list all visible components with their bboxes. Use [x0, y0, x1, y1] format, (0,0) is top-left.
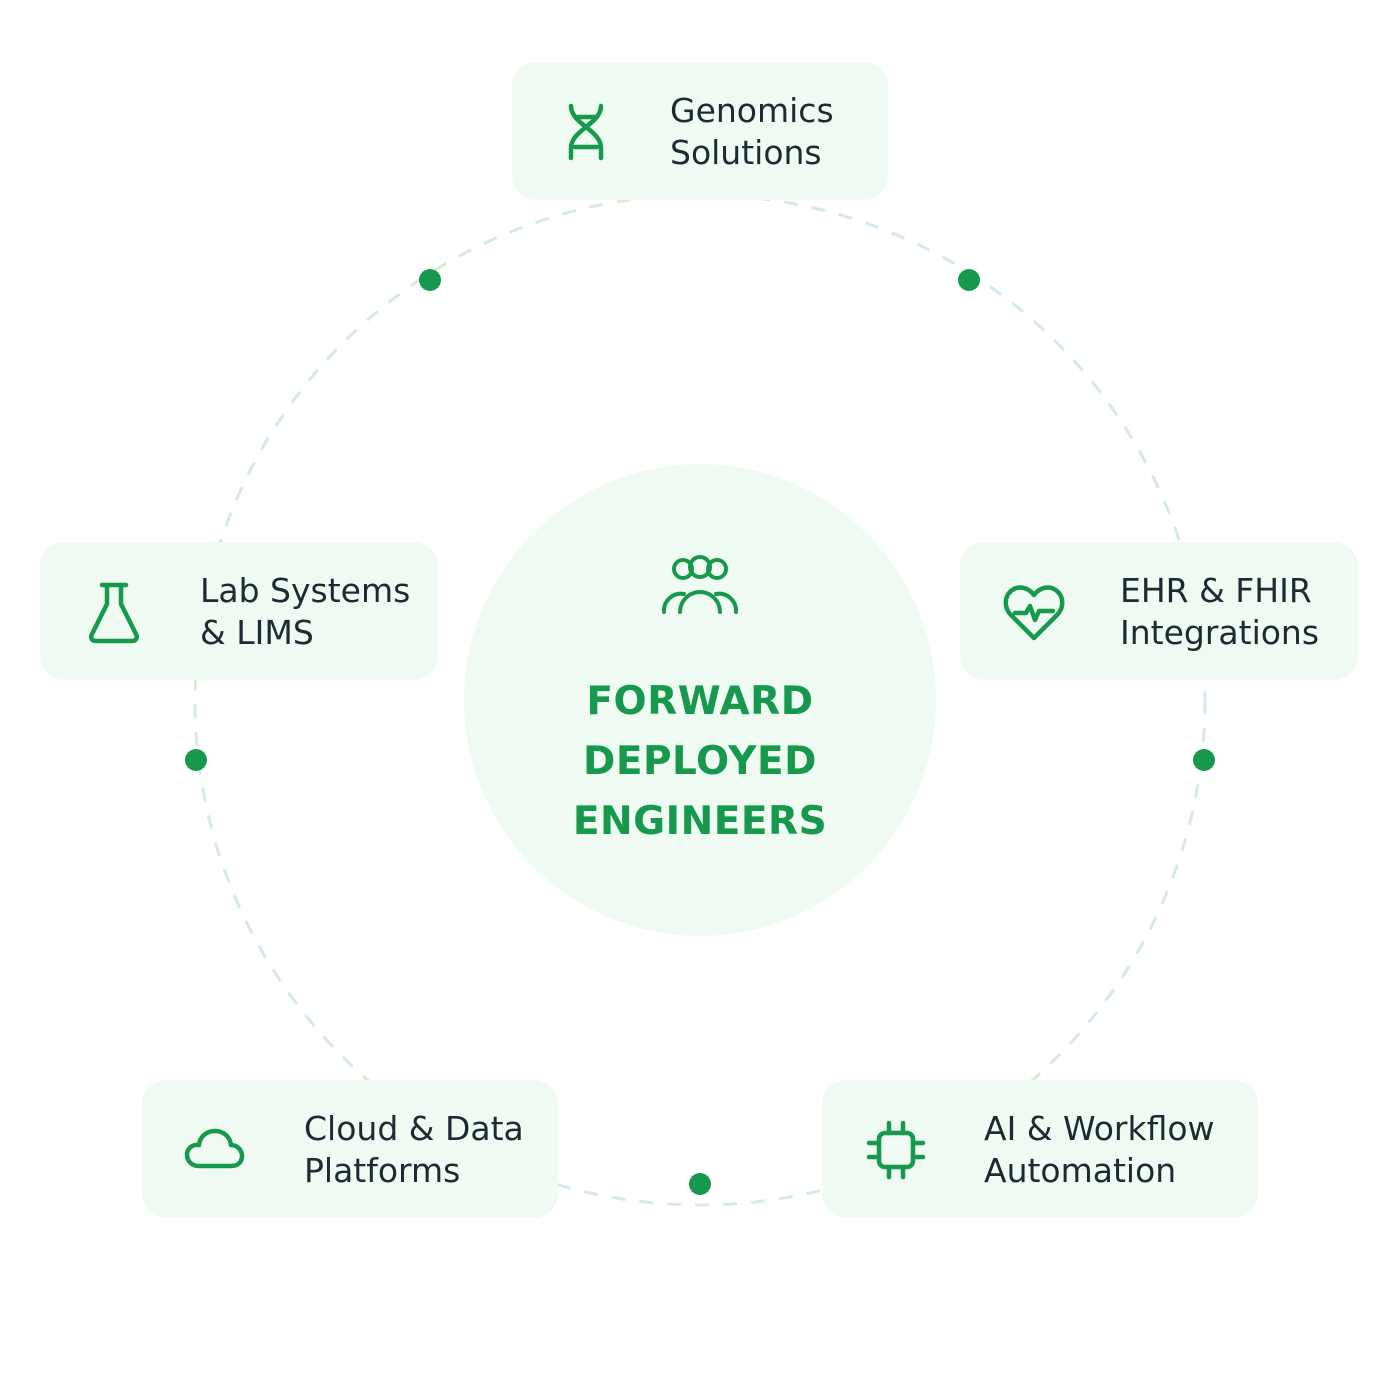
orbit-dot: [1193, 749, 1215, 771]
node-genomics-solutions: Genomics Solutions: [512, 62, 888, 200]
node-label: EHR & FHIR Integrations: [1120, 571, 1320, 652]
dna-icon: [568, 103, 604, 161]
orbit-dot: [185, 749, 207, 771]
node-cloud-data-platforms: Cloud & Data Platforms: [142, 1080, 558, 1218]
heart-pulse-icon: [1003, 585, 1065, 641]
hub-title: FORWARD DEPLOYED ENGINEERS: [572, 679, 828, 844]
flask-icon: [88, 582, 140, 644]
cloud-icon: [184, 1128, 245, 1169]
orbit-dot: [689, 1173, 711, 1195]
orbit-dot: [958, 269, 980, 291]
node-label: Lab Systems & LIMS: [200, 571, 411, 652]
node-label: Cloud & Data Platforms: [304, 1109, 524, 1190]
orbit-dot: [419, 269, 441, 291]
node-label: AI & Workflow Automation: [984, 1109, 1215, 1190]
node-ai-workflow-automation: AI & Workflow Automation: [822, 1080, 1258, 1218]
dashed-orbit: [193, 193, 1207, 1207]
node-lab-systems-lims: Lab Systems & LIMS: [40, 542, 438, 680]
node-ehr-fhir-integrations: EHR & FHIR Integrations: [960, 542, 1358, 680]
team-icon: [661, 555, 739, 614]
chip-icon: [866, 1120, 926, 1180]
node-label: Genomics Solutions: [670, 91, 834, 172]
center-hub: FORWARD DEPLOYED ENGINEERS: [464, 464, 936, 936]
